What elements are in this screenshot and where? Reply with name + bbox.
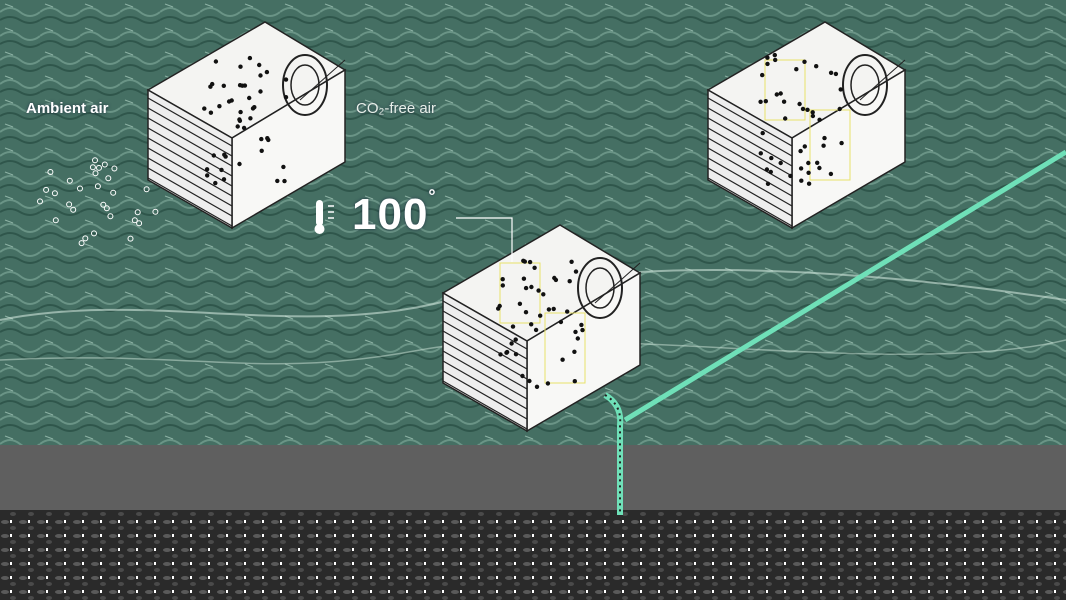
air-contactor-unit (441, 224, 642, 433)
injection-pipe-dots (604, 394, 622, 515)
air-molecule (110, 189, 117, 196)
air-molecule (131, 217, 138, 224)
air-molecule (70, 206, 77, 213)
soil-layer (0, 510, 1066, 600)
air-molecule (77, 185, 83, 192)
ambient-air-label: Ambient air (26, 100, 109, 117)
air-molecule (134, 209, 141, 216)
air-molecule (66, 177, 73, 184)
co2-pipeline (623, 149, 1066, 423)
air-molecule (66, 201, 73, 208)
temperature-value: 100 (352, 190, 429, 239)
air-molecule (107, 213, 114, 220)
air-molecule (89, 164, 96, 171)
air-molecule (105, 175, 112, 182)
air-contactor-unit (706, 21, 907, 230)
air-molecule (101, 161, 108, 168)
air-molecule (92, 170, 99, 177)
air-molecule (82, 235, 89, 242)
air-contactor-unit (146, 21, 347, 230)
air-molecule (96, 164, 102, 171)
air-molecule (143, 186, 150, 193)
air-molecule (52, 217, 59, 224)
air-molecule (136, 220, 143, 227)
temperature-readout: 100° (352, 186, 437, 240)
air-molecule (103, 205, 110, 212)
temperature-callout-line (456, 217, 513, 262)
air-molecule (94, 183, 101, 190)
air-molecule (37, 198, 43, 205)
air-molecule (92, 157, 98, 164)
thermometer-icon (314, 200, 334, 234)
air-molecule (78, 240, 85, 247)
air-molecule (51, 190, 58, 197)
air-molecule (111, 165, 118, 172)
air-molecule (127, 235, 134, 242)
ground-layer (0, 445, 1066, 510)
air-molecule (47, 169, 54, 175)
temperature-unit: ° (428, 186, 437, 206)
air-molecule (100, 201, 107, 208)
air-molecule (91, 230, 97, 237)
air-molecule (152, 208, 159, 215)
co2-free-air-label: CO₂-free air (356, 100, 437, 117)
air-molecule (43, 186, 50, 193)
